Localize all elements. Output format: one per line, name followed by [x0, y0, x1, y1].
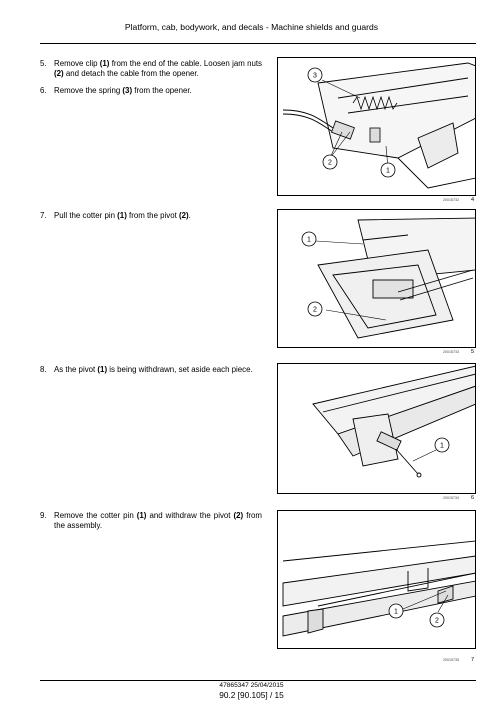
figure-6-caption-id: 20015734: [443, 496, 459, 500]
step-7: 7. Pull the cotter pin (1) from the pivo…: [40, 211, 262, 221]
header-rule: [40, 43, 476, 44]
callout-label: 2: [328, 160, 332, 167]
callout-label: 1: [307, 237, 311, 244]
figure-4-caption-id: 20015732: [443, 198, 459, 202]
footer-code: 47865347 25/04/2015: [219, 682, 284, 689]
step-text: Pull the cotter pin (1) from the pivot (…: [54, 211, 191, 220]
figure-7-caption-id: 20015735: [443, 658, 459, 662]
figure-5-illustration: 1 2: [301, 217, 475, 339]
figure-4-caption-number: 4: [471, 197, 475, 203]
figure-6-illustration: 1: [312, 365, 475, 478]
callout-1-circle: [301, 231, 317, 247]
spring-drawing: [352, 95, 398, 111]
figure-7: 1 2: [277, 510, 476, 649]
step-text: Remove clip (1) from the end of the cabl…: [54, 59, 262, 79]
page-header: Platform, cab, bodywork, and decals - Ma…: [124, 22, 379, 32]
callout-3-circle: [307, 67, 323, 83]
figure-6: 1: [277, 363, 476, 494]
callout-2-circle: [322, 154, 338, 170]
figure-4-illustration: 3 2 1: [282, 62, 475, 189]
figure-5: 1 2: [277, 209, 476, 348]
step-8: 8. As the pivot (1) is being withdrawn, …: [40, 365, 262, 375]
figure-5-caption-number: 5: [471, 349, 475, 355]
step-text: As the pivot (1) is being withdrawn, set…: [54, 365, 253, 374]
callout-1-circle: [388, 603, 404, 619]
step-number: 6.: [40, 86, 47, 95]
figure-6-caption-number: 6: [471, 495, 475, 501]
callout-1-circle: [434, 437, 450, 453]
page-number: 90.2 [90.105] / 15: [219, 690, 284, 700]
callout-label: 3: [313, 73, 317, 80]
step-number: 7.: [40, 211, 47, 220]
step-number: 8.: [40, 365, 47, 374]
callout-label: 2: [313, 307, 317, 314]
step-5: 5. Remove clip (1) from the end of the c…: [40, 59, 262, 80]
step-number: 5.: [40, 59, 47, 68]
callout-label: 1: [386, 168, 390, 175]
step-6: 6. Remove the spring (3) from the opener…: [40, 86, 262, 96]
step-text: Remove the spring (3) from the opener.: [54, 86, 192, 95]
step-number: 9.: [40, 511, 47, 520]
callout-label: 1: [440, 443, 444, 450]
footer-rule: [40, 680, 476, 681]
figure-7-illustration: 1 2: [282, 540, 475, 637]
step-9: 9. Remove the cotter pin (1) and withdra…: [40, 511, 262, 532]
figure-4: 3 2 1 20015732 4: [277, 57, 476, 196]
figure-7-caption-number: 7: [471, 657, 475, 663]
step-text: Remove the cotter pin (1) and withdraw t…: [54, 511, 262, 531]
callout-1-circle: [380, 162, 396, 178]
callout-2-circle: [429, 612, 445, 628]
callout-label: 2: [435, 618, 439, 625]
callout-label: 1: [394, 609, 398, 616]
figure-5-caption-id: 20015733: [443, 350, 459, 354]
callout-2-circle: [307, 301, 323, 317]
